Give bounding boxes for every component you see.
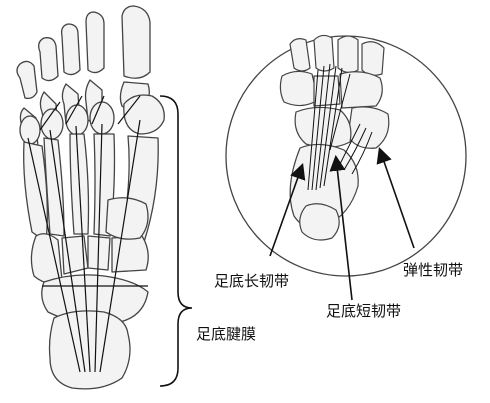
foot-skeleton-left xyxy=(17,6,164,389)
label-long-plantar-ligament: 足底长韧带 xyxy=(214,274,289,289)
aponeurosis-bracket xyxy=(160,96,192,386)
label-spring-ligament: 弹性韧带 xyxy=(403,263,463,278)
label-short-plantar-ligament: 足底短韧带 xyxy=(326,304,401,319)
label-plantar-aponeurosis: 足底腱膜 xyxy=(196,327,256,342)
